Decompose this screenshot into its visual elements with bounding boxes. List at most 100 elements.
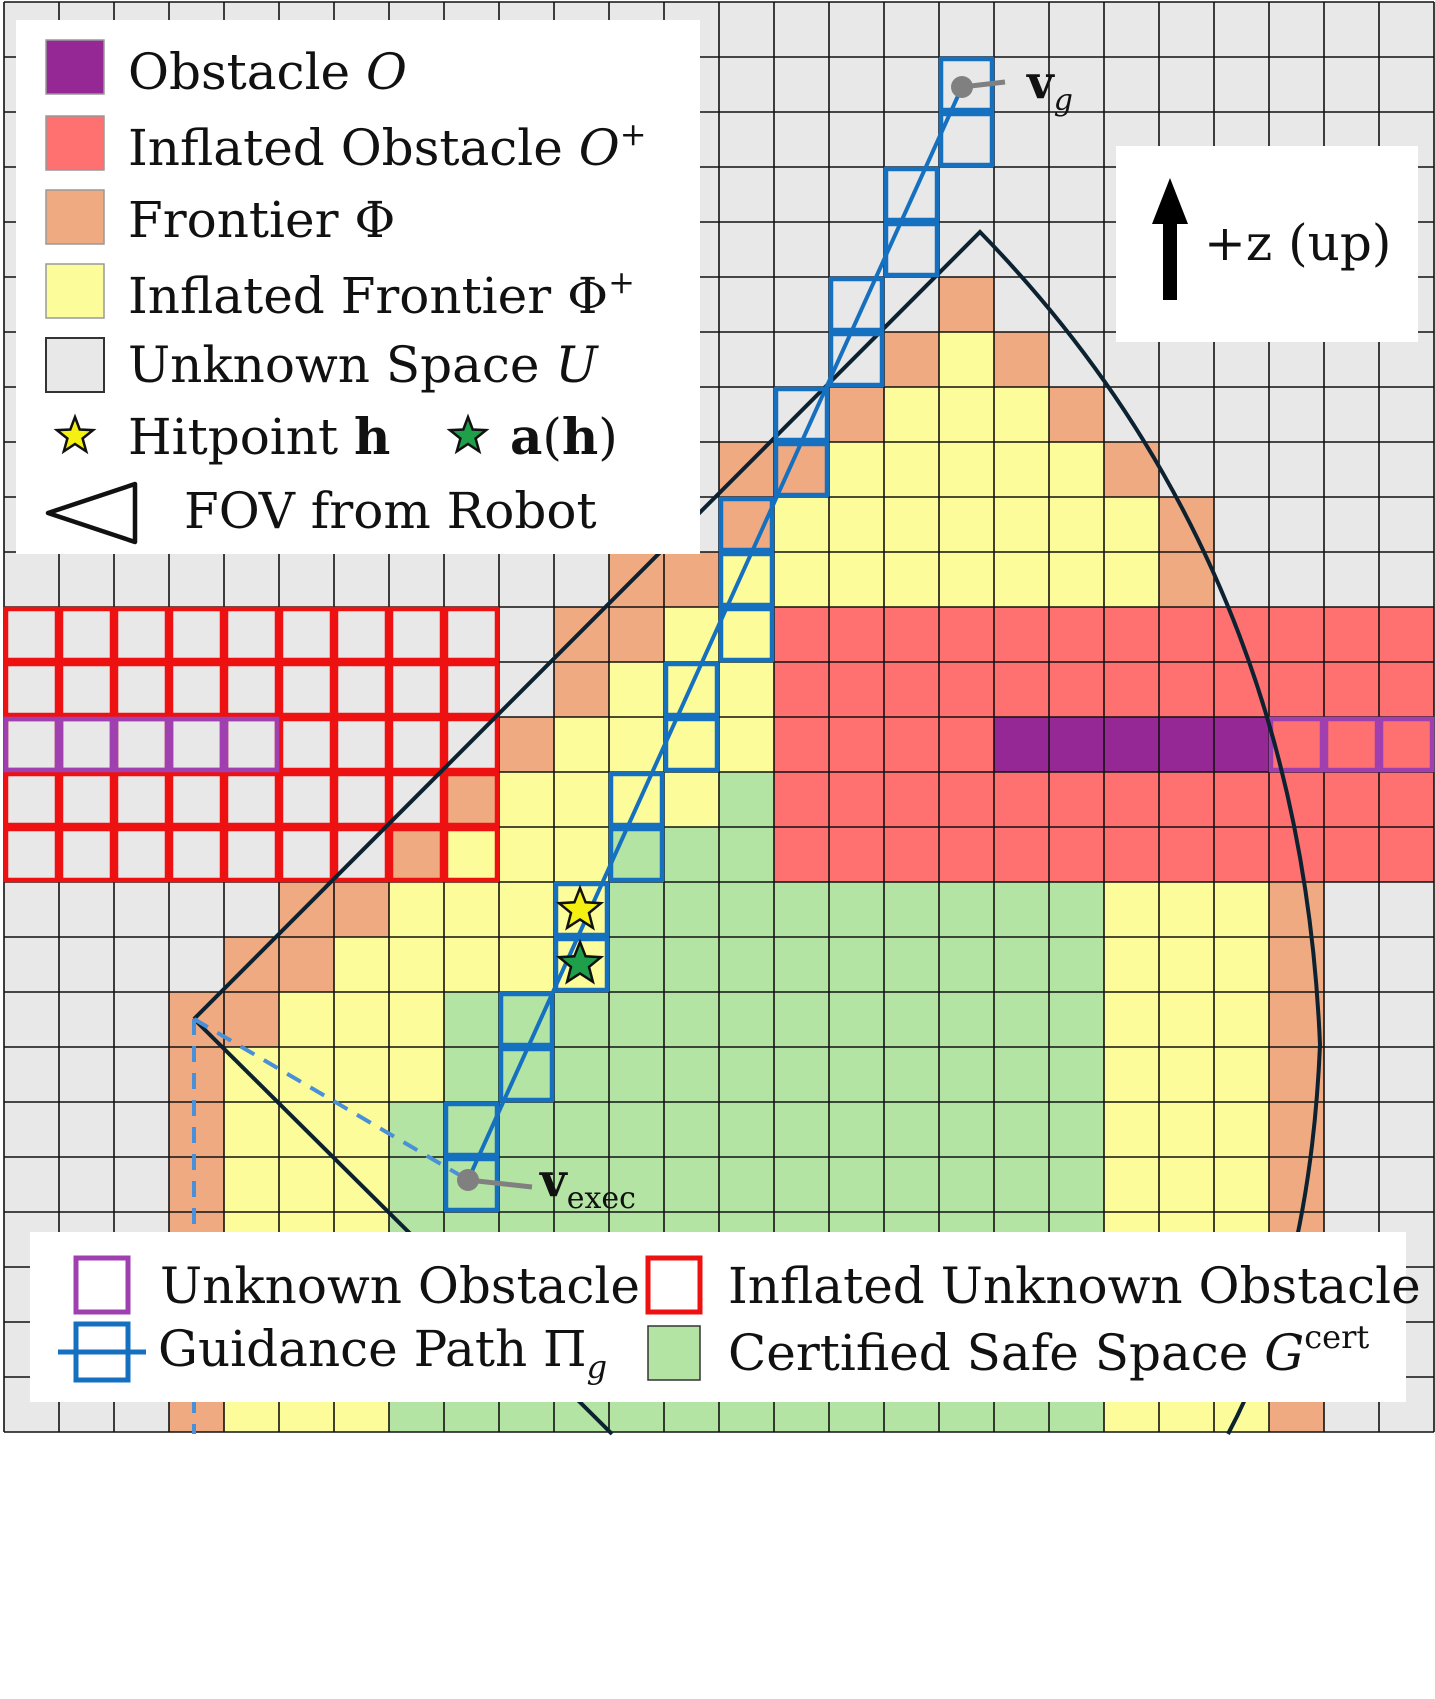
grid-cell <box>279 552 334 607</box>
grid-cell <box>719 57 774 112</box>
grid-cell <box>499 937 554 992</box>
inflated-unknown-obstacle-cell <box>113 661 170 718</box>
grid-cell <box>1324 937 1379 992</box>
grid-cell <box>1159 827 1214 882</box>
unknown-obstacle-cells <box>3 716 1435 773</box>
grid-cell <box>59 1157 114 1212</box>
inflated-unknown-obstacle-cell <box>168 606 225 663</box>
grid-cell <box>4 937 59 992</box>
direction-indicator: +z (up) <box>1116 146 1418 342</box>
triangle-outline-icon <box>45 481 138 545</box>
grid-cell <box>1324 552 1379 607</box>
grid-cell <box>774 552 829 607</box>
grid-cell <box>939 167 994 222</box>
grid-cell <box>1159 992 1214 1047</box>
grid-cell <box>1269 552 1324 607</box>
grid-cell <box>774 112 829 167</box>
grid-cell <box>719 607 774 662</box>
grid-cell <box>114 662 169 717</box>
grid-cell <box>1379 442 1434 497</box>
inflated-unknown-obstacle-cell <box>443 716 500 773</box>
guidance-path-cell <box>718 606 775 663</box>
grid-cell <box>939 607 994 662</box>
grid-cell <box>334 1047 389 1102</box>
grid-cell <box>1324 387 1379 442</box>
grid-cell <box>1049 57 1104 112</box>
grid-cell <box>1269 662 1324 717</box>
goal-vertex-label: vg <box>1026 55 1073 118</box>
grid-cell <box>1379 882 1434 937</box>
grid-cell <box>884 827 939 882</box>
grid-cell <box>4 772 59 827</box>
inflated-unknown-obstacle-cell <box>58 661 115 718</box>
guidance-path-cell <box>718 496 775 553</box>
grid-cell <box>499 662 554 717</box>
guidance-path-cell <box>608 826 665 883</box>
grid-cell <box>279 717 334 772</box>
grid-cell <box>1269 497 1324 552</box>
grid-cell <box>719 662 774 717</box>
inflated-unknown-obstacle-cell <box>278 826 335 883</box>
grid-cell <box>1324 607 1379 662</box>
inflated-unknown-obstacle-cell <box>388 661 445 718</box>
grid-cell <box>994 222 1049 277</box>
grid-cell <box>664 992 719 1047</box>
inflated-unknown-obstacle-cell <box>113 606 170 663</box>
guidance-path-cell <box>553 936 610 993</box>
grid-cell <box>1269 1047 1324 1102</box>
grid-cell <box>1049 662 1104 717</box>
grid-cell <box>1214 992 1269 1047</box>
grid-cell <box>719 992 774 1047</box>
guidance-path-cell <box>718 551 775 608</box>
grid-cell <box>884 717 939 772</box>
grid-cell <box>1379 607 1434 662</box>
grid-cell <box>884 57 939 112</box>
grid-cell <box>444 827 499 882</box>
grid-cell <box>1049 1102 1104 1157</box>
unknown-space-swatch <box>45 337 105 393</box>
grid-cell <box>609 552 664 607</box>
grid-cell <box>4 662 59 717</box>
inflated-unknown-obstacle-cell <box>278 606 335 663</box>
grid-cell <box>1214 1047 1269 1102</box>
grid-cell <box>114 827 169 882</box>
grid-cell <box>774 442 829 497</box>
grid-cell <box>1049 552 1104 607</box>
inflated-unknown-obstacle-cell <box>58 771 115 828</box>
grid-cell <box>4 1047 59 1102</box>
grid-cell <box>664 552 719 607</box>
grid-cell <box>1104 2 1159 57</box>
grid-cell <box>719 827 774 882</box>
grid-cell <box>994 607 1049 662</box>
inflated-unknown-obstacle-cell <box>278 716 335 773</box>
legend-a-h-label: a(h) <box>510 407 618 466</box>
grid-cell <box>719 2 774 57</box>
inflated-unknown-obstacle-cell <box>333 771 390 828</box>
grid-cell <box>994 772 1049 827</box>
grid-cell <box>829 552 884 607</box>
inflated-unknown-obstacle-cell <box>58 606 115 663</box>
inflated-unknown-obstacle-cell <box>168 826 225 883</box>
grid-cell <box>774 937 829 992</box>
grid-cell <box>1159 937 1214 992</box>
grid-cell <box>59 1102 114 1157</box>
grid-cell <box>1104 1047 1159 1102</box>
inflated-unknown-obstacle-cell <box>3 771 60 828</box>
grid-cell <box>1104 717 1159 772</box>
hitpoint-star-icon <box>555 884 605 931</box>
grid-cell <box>939 937 994 992</box>
grid-cell <box>939 992 994 1047</box>
grid-cell <box>499 607 554 662</box>
grid-cell <box>224 607 279 662</box>
grid-cell <box>224 937 279 992</box>
grid-cell <box>939 442 994 497</box>
grid-cell <box>4 1157 59 1212</box>
grid-cell <box>774 387 829 442</box>
grid-cell <box>1104 992 1159 1047</box>
grid-cell <box>224 992 279 1047</box>
grid-cell <box>884 662 939 717</box>
grid-cell <box>389 607 444 662</box>
grid-cell <box>389 772 444 827</box>
legend-certified-safe-label: Certified Safe Space Gcert <box>728 1318 1369 1382</box>
grid-cell <box>1049 607 1104 662</box>
